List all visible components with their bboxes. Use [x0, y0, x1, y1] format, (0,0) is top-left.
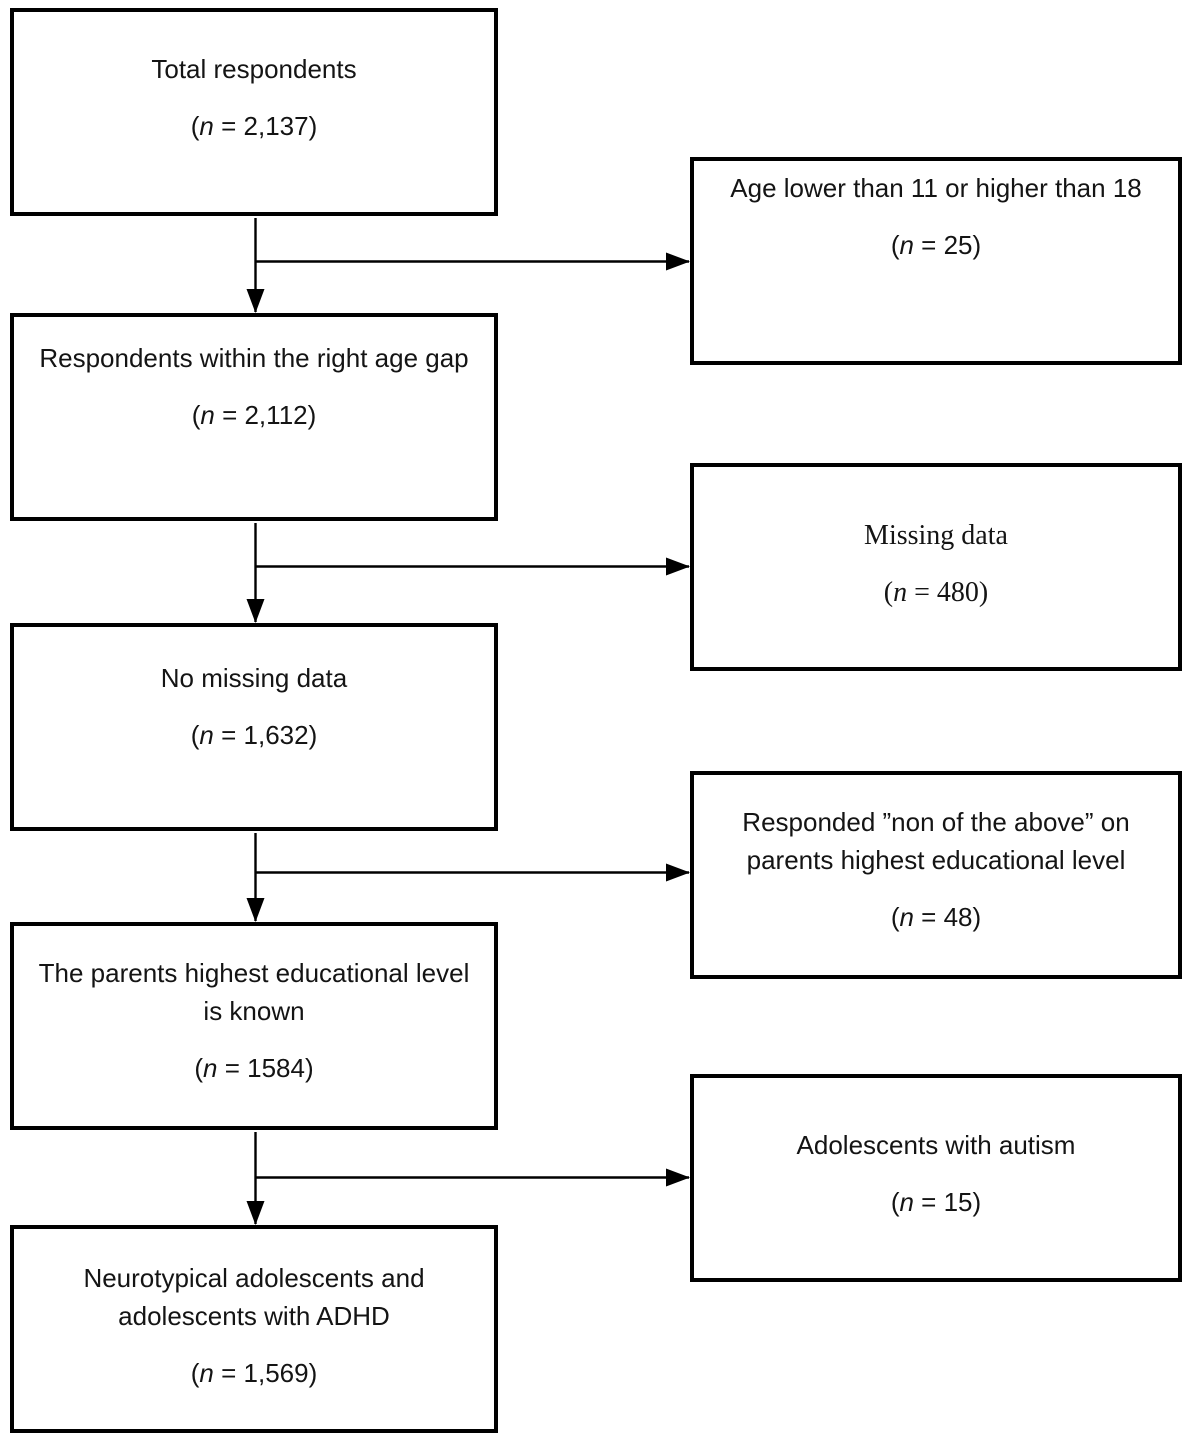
box-n-value: (n = 1,569)	[14, 1354, 494, 1392]
n-open: (	[190, 1358, 200, 1388]
box-n-value: (n = 48)	[694, 898, 1178, 936]
box-neurotypical-adhd: Neurotypical adolescents and adolescents…	[10, 1225, 498, 1433]
box-right-age-gap: Respondents within the right age gap (n …	[10, 313, 498, 521]
n-symbol: n	[199, 111, 214, 141]
n-symbol: n	[899, 230, 914, 260]
n-symbol: n	[203, 1053, 218, 1083]
box-label: Adolescents with autism	[796, 1130, 1076, 1160]
box-n-value: (n = 15)	[694, 1183, 1178, 1221]
n-symbol: n	[199, 720, 214, 750]
box-label: Age lower than 11 or higher than 18	[730, 173, 1142, 203]
box-label: Neurotypical adolescents and	[83, 1263, 425, 1293]
box-age-excluded: Age lower than 11 or higher than 18 (n =…	[690, 157, 1182, 365]
box-autism-excluded: Adolescents with autism (n = 15)	[690, 1074, 1182, 1282]
n-open: (	[890, 230, 900, 260]
box-label: Total respondents	[151, 54, 357, 84]
n-rest: = 15)	[913, 1187, 982, 1217]
n-open: (	[194, 1053, 204, 1083]
n-symbol: n	[200, 400, 215, 430]
box-label: No missing data	[160, 663, 348, 693]
n-rest: = 2,112)	[214, 400, 317, 430]
n-symbol: n	[893, 577, 908, 608]
n-rest: = 480)	[907, 577, 989, 608]
n-rest: = 25)	[913, 230, 982, 260]
box-label: Missing data	[864, 520, 1008, 551]
box-label: parents highest educational level	[746, 845, 1126, 875]
box-label: The parents highest educational level	[38, 958, 470, 988]
n-symbol: n	[899, 902, 914, 932]
n-rest: = 1,632)	[213, 720, 318, 750]
n-open: (	[890, 1187, 900, 1217]
box-label: is known	[203, 996, 305, 1026]
n-open: (	[890, 902, 900, 932]
box-label: adolescents with ADHD	[118, 1301, 390, 1331]
box-n-value: (n = 25)	[694, 226, 1178, 264]
box-n-value: (n = 1,632)	[14, 716, 494, 754]
n-open: (	[190, 111, 200, 141]
box-n-value: (n = 480)	[694, 574, 1178, 612]
box-total-respondents: Total respondents (n = 2,137)	[10, 8, 498, 216]
n-symbol: n	[199, 1358, 214, 1388]
n-symbol: n	[899, 1187, 914, 1217]
n-rest: = 2,137)	[213, 111, 318, 141]
box-n-value: (n = 2,112)	[14, 396, 494, 434]
n-open: (	[191, 400, 201, 430]
box-parents-education-known: The parents highest educational level is…	[10, 922, 498, 1130]
box-label: Respondents within the right age gap	[39, 343, 469, 373]
n-open: (	[883, 577, 894, 608]
box-missing-data-excluded: Missing data (n = 480)	[690, 463, 1182, 671]
n-rest: = 1,569)	[213, 1358, 318, 1388]
n-rest: = 1584)	[217, 1053, 314, 1083]
n-rest: = 48)	[913, 902, 982, 932]
box-none-of-above-excluded: Responded ”non of the above” on parents …	[690, 771, 1182, 979]
box-label: Responded ”non of the above” on	[742, 807, 1130, 837]
box-n-value: (n = 2,137)	[14, 107, 494, 145]
n-open: (	[190, 720, 200, 750]
box-n-value: (n = 1584)	[14, 1049, 494, 1087]
box-no-missing-data: No missing data (n = 1,632)	[10, 623, 498, 831]
